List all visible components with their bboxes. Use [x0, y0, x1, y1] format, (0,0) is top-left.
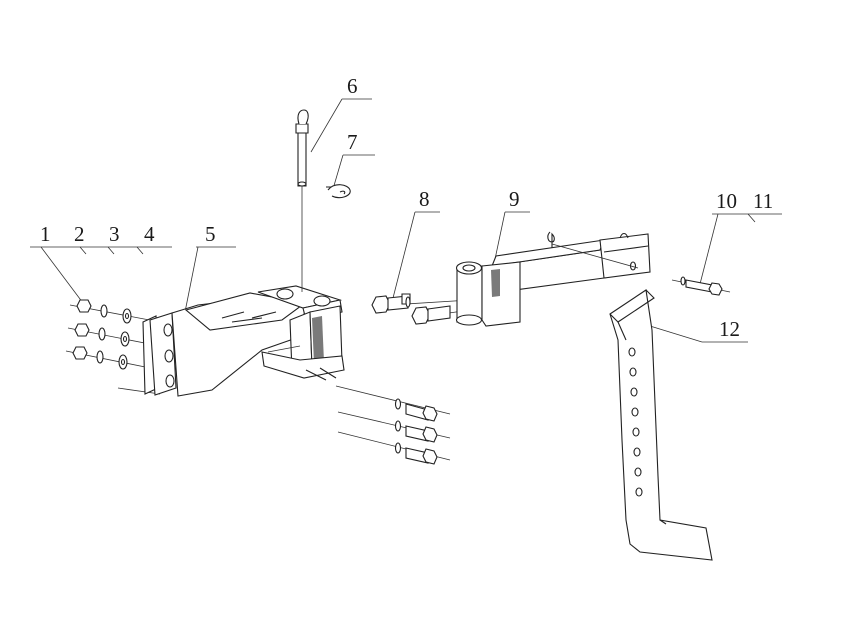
hex-nut-icon — [72, 299, 92, 360]
callout-11: 11 — [753, 189, 773, 213]
r-clip — [326, 184, 351, 199]
tine-hole — [628, 347, 643, 497]
callout-labels: 1 2 3 4 5 6 7 8 9 10 11 12 — [40, 74, 773, 341]
callout-12: 12 — [719, 317, 740, 341]
spring-tine — [609, 289, 713, 561]
hinge-bolts — [371, 293, 471, 325]
lock-washer-icon — [96, 304, 108, 364]
callout-8: 8 — [419, 187, 430, 211]
mounting-bracket — [142, 285, 345, 397]
hex-bolt-icon — [394, 398, 438, 465]
callout-10: 10 — [716, 189, 737, 213]
tine-bolt — [671, 276, 731, 296]
swivel-arm — [455, 231, 651, 327]
callout-9: 9 — [509, 187, 520, 211]
clevis-pin — [295, 109, 309, 292]
leader-lines — [30, 98, 782, 343]
nuts-and-washers-group — [65, 299, 161, 395]
callout-1: 1 — [40, 222, 51, 246]
callout-5: 5 — [205, 222, 216, 246]
hex-bolt-icon — [371, 293, 451, 325]
callout-7: 7 — [347, 130, 358, 154]
callout-4: 4 — [144, 222, 155, 246]
flat-washer-icon — [118, 308, 132, 370]
callout-2: 2 — [74, 222, 85, 246]
callout-6: 6 — [347, 74, 358, 98]
callout-3: 3 — [109, 222, 120, 246]
bracket-bolts — [335, 385, 451, 465]
